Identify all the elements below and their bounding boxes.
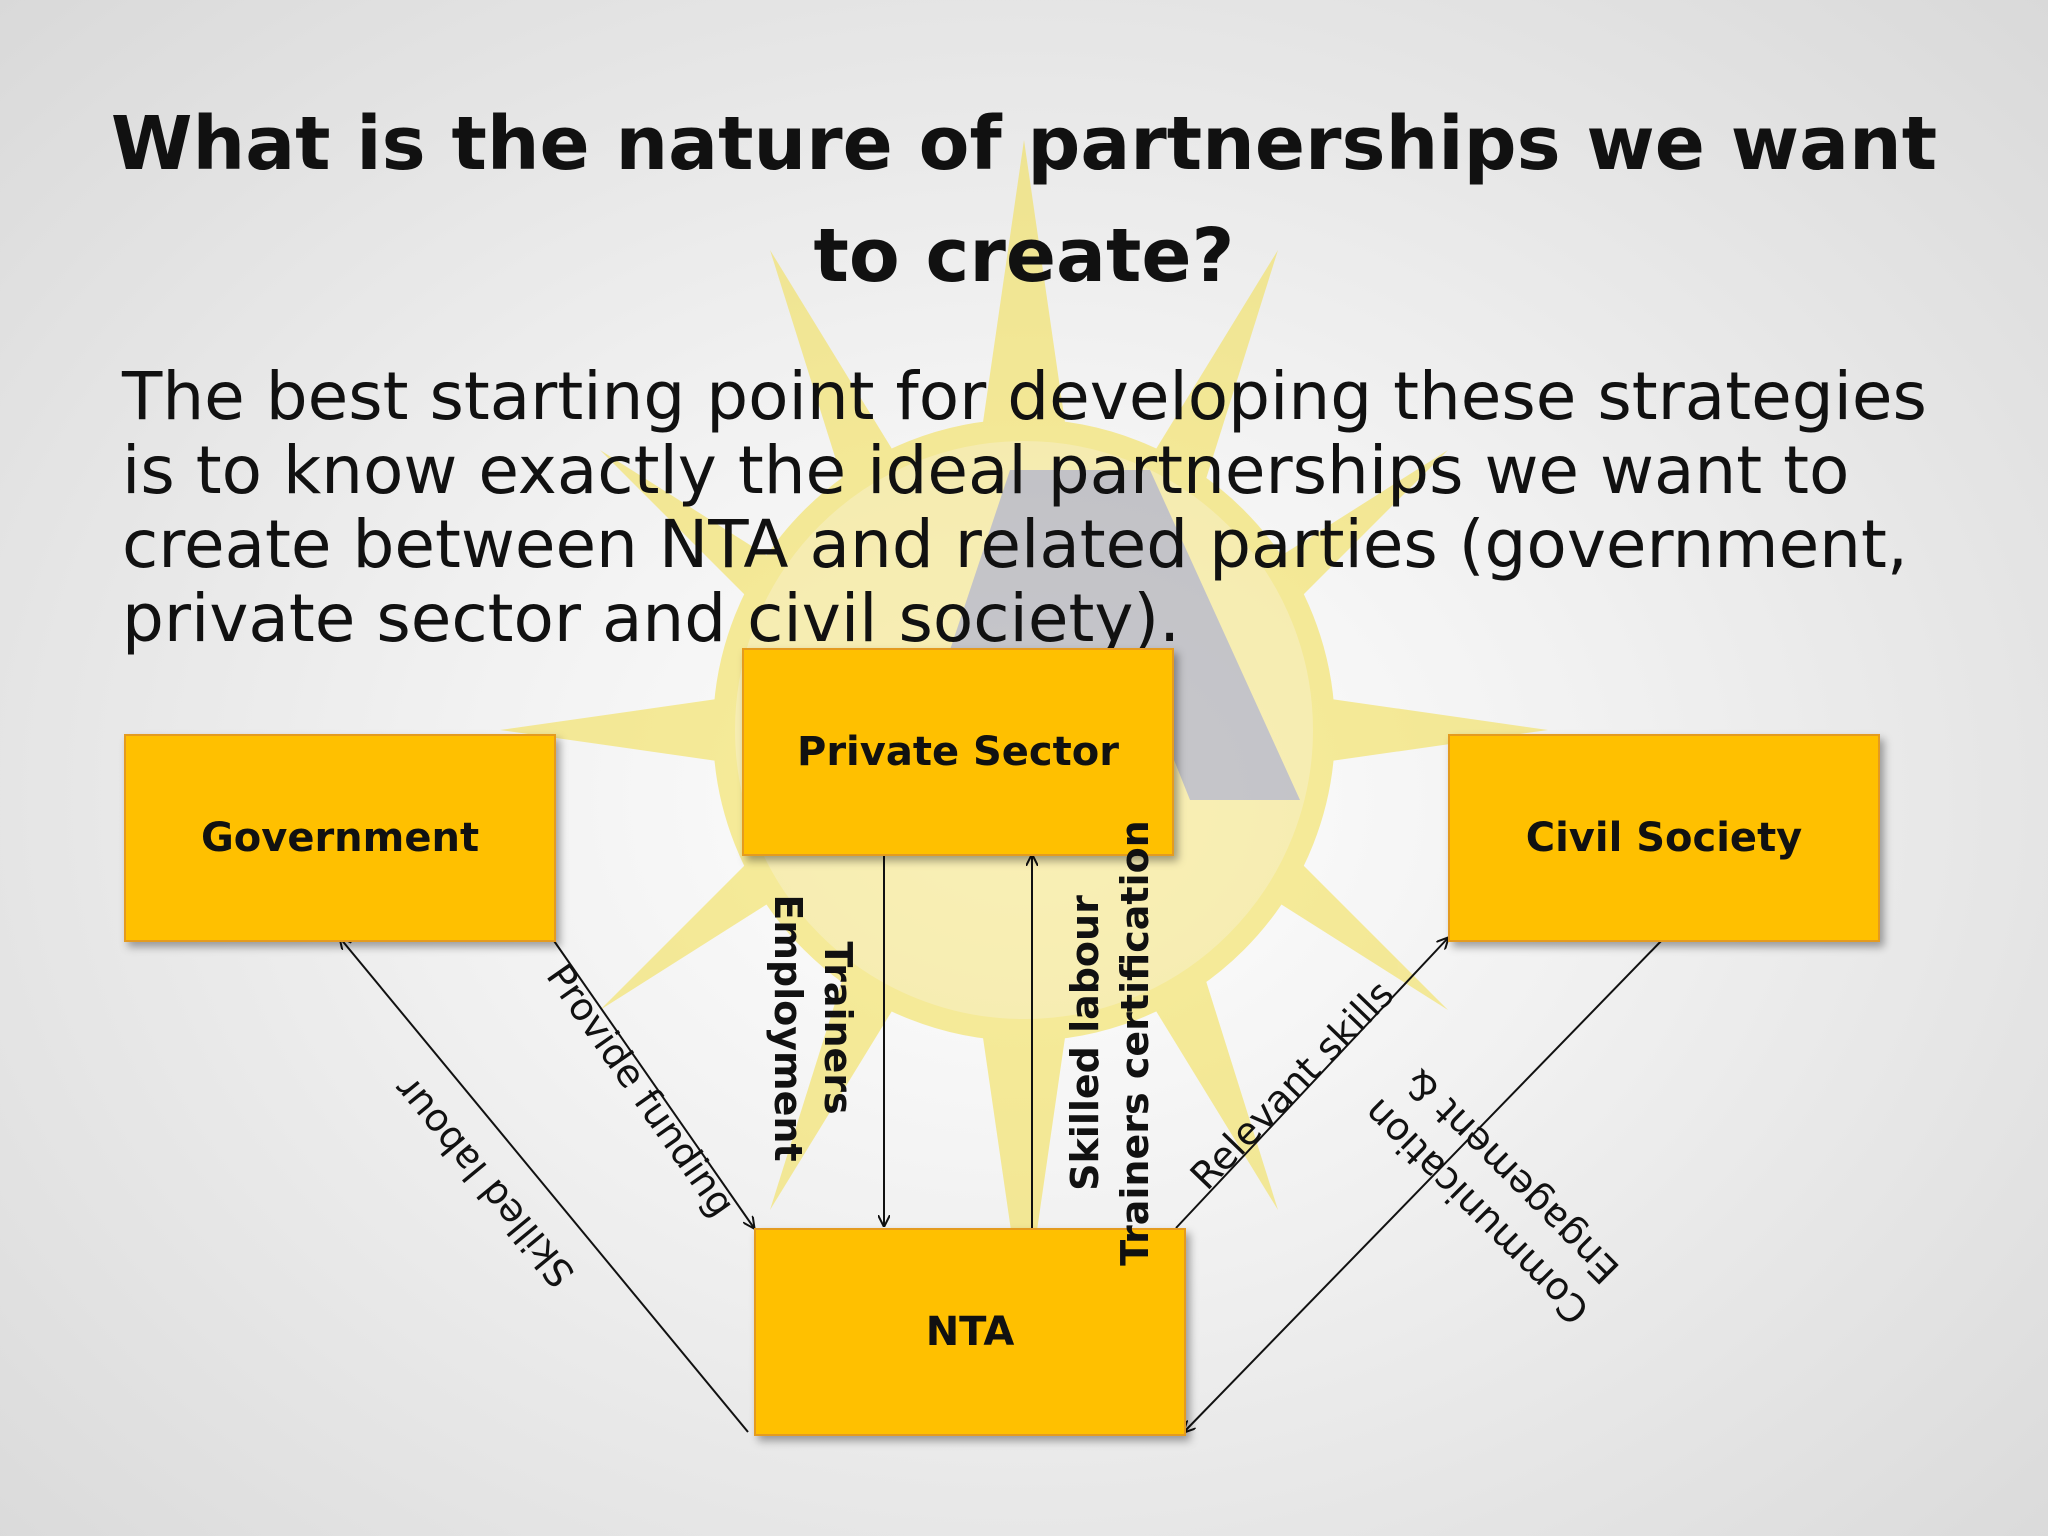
government-node: Government	[124, 734, 556, 942]
nta-node: NTA	[754, 1228, 1186, 1436]
slide-body-text: The best starting point for developing t…	[122, 358, 1927, 657]
edge-label-line: Trainers certification	[1113, 820, 1157, 1266]
edge-label-line: Skilled labour	[1063, 895, 1107, 1191]
edge-label-line: Employment	[766, 894, 810, 1162]
edge-label-line: Trainers	[816, 941, 860, 1115]
private-sector-node: Private Sector	[742, 648, 1174, 856]
civil-society-node: Civil Society	[1448, 734, 1880, 942]
edge-label-trainers-employment: Trainers Employment	[763, 894, 863, 1161]
arrow-government-to-nta	[551, 937, 754, 1228]
arrow-civil-society-to-nta	[1184, 937, 1665, 1432]
arrow-nta-to-government	[340, 938, 749, 1433]
arrow-nta-to-civil-society	[1175, 938, 1448, 1229]
slide-title: What is the nature of partnerships we wa…	[110, 101, 1938, 299]
edge-label-skilled-labour-trainers-certification: Skilled labour Trainers certification	[1060, 820, 1160, 1265]
